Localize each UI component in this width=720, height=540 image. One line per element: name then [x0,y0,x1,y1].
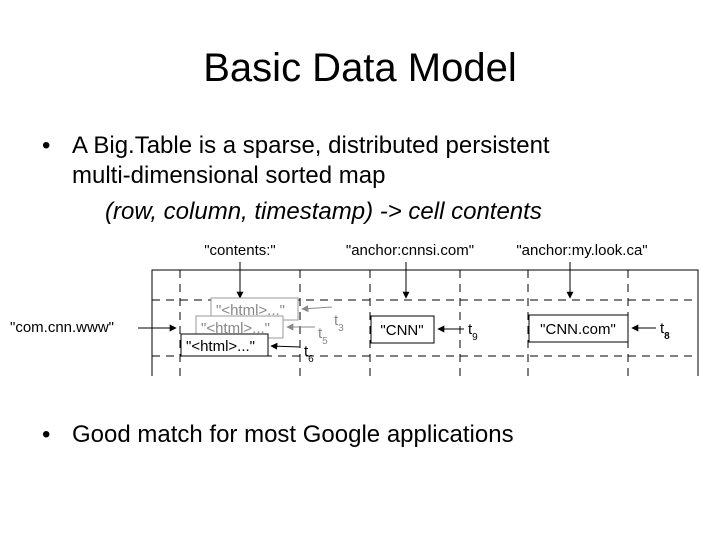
svg-text:"<html>...": "<html>..." [216,302,285,319]
arrow-t3 [301,305,333,313]
bullet-1-line1: A Big.Table is a sparse, distributed per… [72,132,550,159]
bullet-2-line1: Good match for most Google applications [72,421,514,448]
timestamp-t6: t6 [304,343,314,365]
svg-text:"CNN.com": "CNN.com" [540,321,616,338]
timestamp-t8: t8 [660,320,670,342]
arrow-t6 [270,342,301,350]
bullet-marker: • [42,132,51,159]
map-formula: (row, column, timestamp) -> cell content… [105,198,542,225]
contents-version-t6: "<html>..." [180,333,269,357]
contents-version-t5: "<html>..." [195,315,284,339]
bullet-1-line2: multi-dimensional sorted map [72,162,386,189]
svg-text:"<html>...": "<html>..." [186,338,255,355]
anchor-cnnsi-cell: "CNN" [370,315,435,344]
column-header-anchor-cnnsi: "anchor:cnnsi.com" [346,242,474,259]
svg-text:"CNN": "CNN" [380,322,423,339]
timestamp-t9: t9 [468,321,478,343]
row-key-label: "com.cnn.www" [10,319,114,336]
svg-text:"<html>...": "<html>..." [201,320,270,337]
slide-title: Basic Data Model [203,46,517,90]
column-header-anchor-mylook: "anchor:my.look.ca" [516,242,647,259]
timestamp-t5: t5 [318,325,328,347]
anchor-mylook-cell: "CNN.com" [528,314,629,343]
bullet-marker: • [42,421,51,448]
column-header-contents: "contents:" [204,242,276,259]
timestamp-t3: t3 [334,312,344,334]
bigtable-diagram: "contents:" "anchor:cnnsi.com" "anchor:m… [10,242,699,376]
